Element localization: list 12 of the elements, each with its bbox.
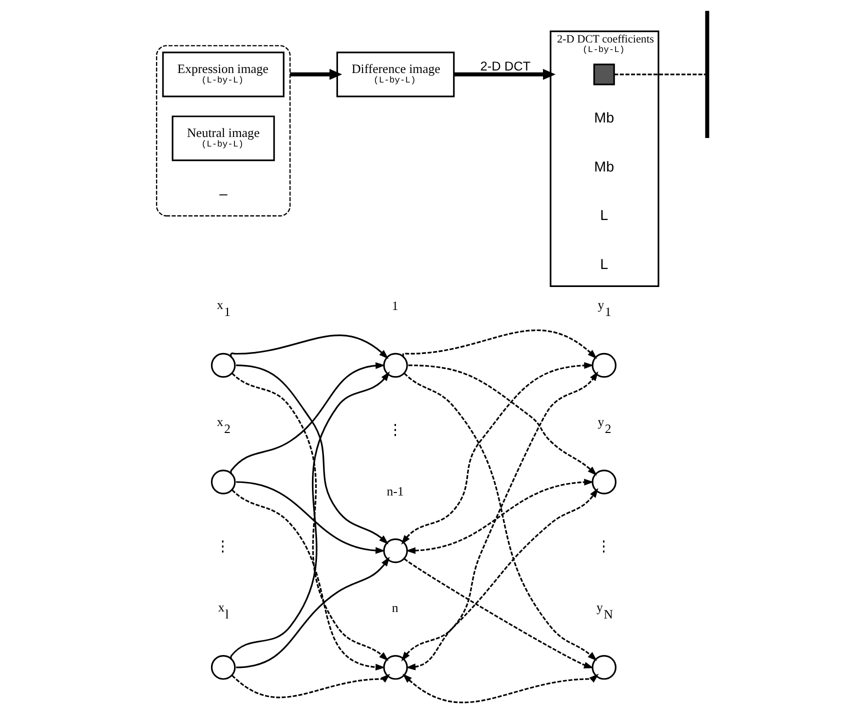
node-label: 1 xyxy=(391,299,398,314)
node-label: n xyxy=(391,601,398,616)
label: Mb xyxy=(594,159,614,176)
label: L xyxy=(600,208,608,224)
label: Mb xyxy=(594,110,614,127)
label: ⋮ xyxy=(387,422,402,438)
node-label: n-1 xyxy=(386,484,404,498)
label: – xyxy=(218,186,227,203)
label: L xyxy=(600,256,608,273)
label: ⋮ xyxy=(215,539,230,556)
label: ⋮ xyxy=(596,539,610,556)
edge-label: 2-D DCT xyxy=(480,58,530,74)
